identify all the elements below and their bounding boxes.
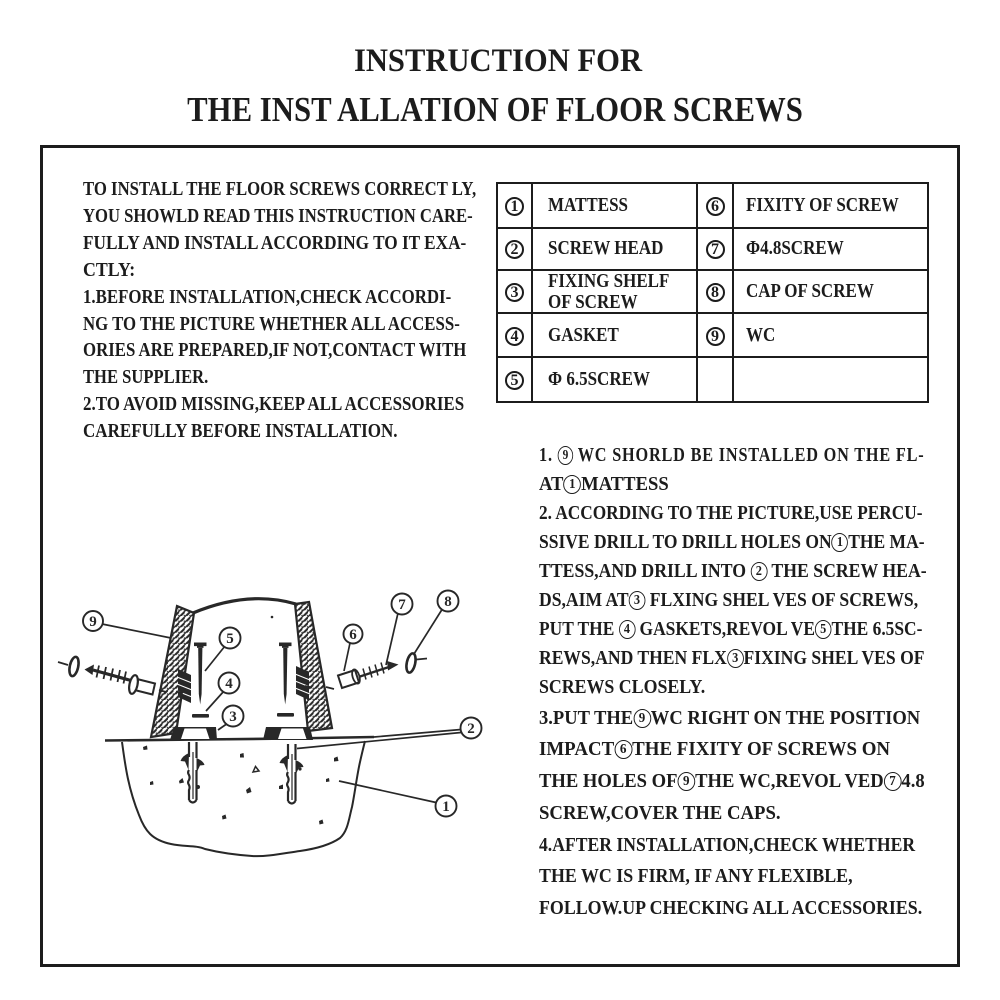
svg-text:7: 7 — [398, 597, 406, 613]
svg-text:5: 5 — [226, 631, 234, 647]
svg-text:8: 8 — [444, 594, 452, 610]
svg-text:1: 1 — [442, 799, 450, 815]
svg-text:2: 2 — [467, 721, 475, 737]
svg-text:4: 4 — [225, 676, 233, 692]
svg-text:3: 3 — [229, 709, 237, 725]
svg-text:9: 9 — [89, 614, 97, 630]
svg-text:6: 6 — [349, 627, 357, 643]
